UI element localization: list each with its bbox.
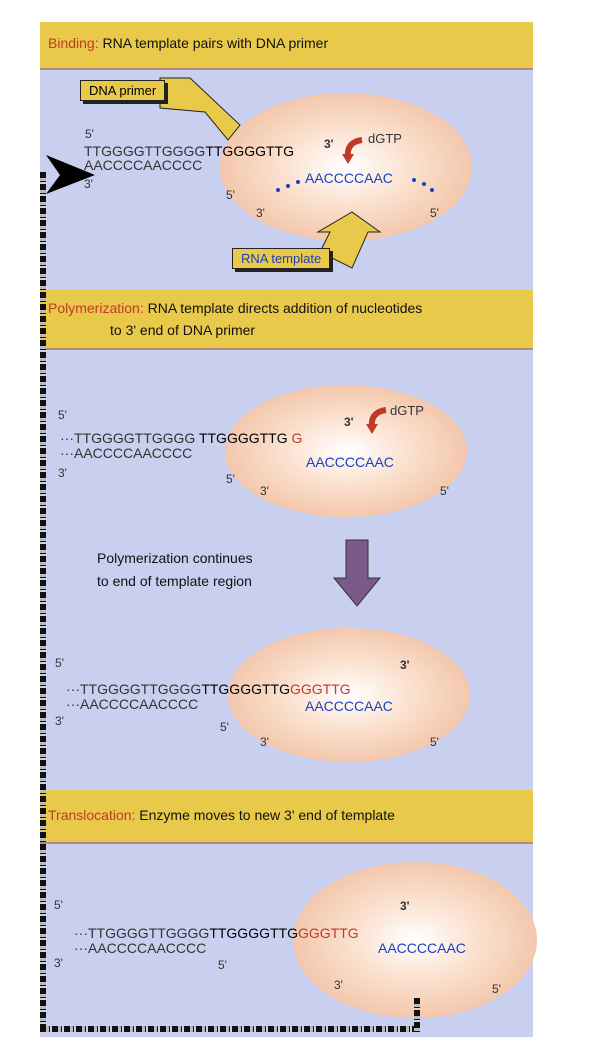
step2-header: Polymerization: RNA template directs add…: [40, 290, 533, 350]
label-5prime: 5': [55, 656, 64, 670]
dna-bottom-strand: ···AACCCCAACCCC: [60, 445, 193, 461]
dna-top-strand: TTGGGGTTGGGGTTGGGGTTG: [84, 143, 294, 159]
dna-top-strand: ···TTGGGGTTGGGGTTGGGGTTGGGGTTG: [66, 681, 351, 697]
rna-5prime: 5': [430, 735, 439, 749]
label-5prime: 5': [85, 127, 94, 141]
label-5prime: 5': [54, 898, 63, 912]
step1-text: RNA template pairs with DNA primer: [98, 35, 329, 51]
step1-header: Binding: RNA template pairs with DNA pri…: [40, 22, 533, 70]
label-3prime: 3': [55, 714, 64, 728]
label-3prime: 3': [58, 466, 67, 480]
step2-text-2: to 3' end of DNA primer: [110, 322, 256, 338]
dna-bottom-strand: ···AACCCCAACCCC: [74, 940, 207, 956]
telomerase-enzyme: [225, 385, 467, 517]
label-3prime: 3': [84, 177, 93, 191]
step2-keyword: Polymerization:: [48, 300, 144, 316]
step3-text: Enzyme moves to new 3' end of template: [135, 807, 395, 823]
primer-3prime: 3': [400, 658, 410, 672]
step3-header: Translocation: Enzyme moves to new 3' en…: [40, 790, 533, 844]
label-5prime: 5': [226, 472, 235, 486]
cycle-path-vertical: [40, 172, 46, 1030]
down-arrow-icon: [332, 539, 382, 607]
dna-top-strand: ···TTGGGGTTGGGGTTGGGGTTGGGGTTG: [74, 925, 359, 941]
dna-top-strand: ···TTGGGGTTGGGG TTGGGGTTG G: [60, 430, 303, 446]
label-3prime: 3': [54, 956, 63, 970]
dna-primer-pointer: [159, 77, 241, 141]
dgtp-label: dGTP: [368, 131, 402, 146]
rna-3prime: 3': [260, 484, 269, 498]
primer-3prime: 3': [344, 415, 354, 429]
rna-3prime: 3': [256, 206, 265, 220]
rna-sequence: AACCCCAAC: [305, 698, 393, 714]
rna-5prime: 5': [430, 206, 439, 220]
rna-5prime: 5': [492, 982, 501, 996]
label-5prime: 5': [220, 720, 229, 734]
cycle-path-horizontal: [40, 1026, 420, 1032]
dna-bottom-strand: AACCCCAACCCC: [84, 157, 203, 173]
rna-sequence: AACCCCAAC: [378, 940, 466, 956]
telomerase-enzyme: [228, 628, 470, 762]
telomerase-enzyme: [293, 862, 537, 1018]
cycle-path-up: [414, 998, 420, 1032]
rna-5prime: 5': [440, 484, 449, 498]
rna-sequence: AACCCCAAC: [306, 454, 394, 470]
label-5prime: 5': [226, 188, 235, 202]
entry-arrowhead-icon: [46, 155, 95, 194]
step2-text: RNA template directs addition of nucleot…: [143, 300, 423, 316]
rna-sequence: AACCCCAAC: [305, 170, 393, 186]
dgtp-label: dGTP: [390, 403, 424, 418]
primer-3prime: 3': [400, 899, 410, 913]
step1-keyword: Binding:: [48, 35, 99, 51]
label-5prime: 5': [218, 958, 227, 972]
primer-3prime: 3': [324, 137, 334, 151]
rna-template-label: RNA template: [232, 248, 331, 269]
dna-bottom-strand: ···AACCCCAACCCC: [66, 696, 199, 712]
rna-template-pointer: [316, 211, 382, 269]
rna-3prime: 3': [334, 978, 343, 992]
rna-3prime: 3': [260, 735, 269, 749]
step3-keyword: Translocation:: [48, 807, 136, 823]
dna-primer-label: DNA primer: [80, 80, 166, 101]
label-5prime: 5': [58, 408, 67, 422]
